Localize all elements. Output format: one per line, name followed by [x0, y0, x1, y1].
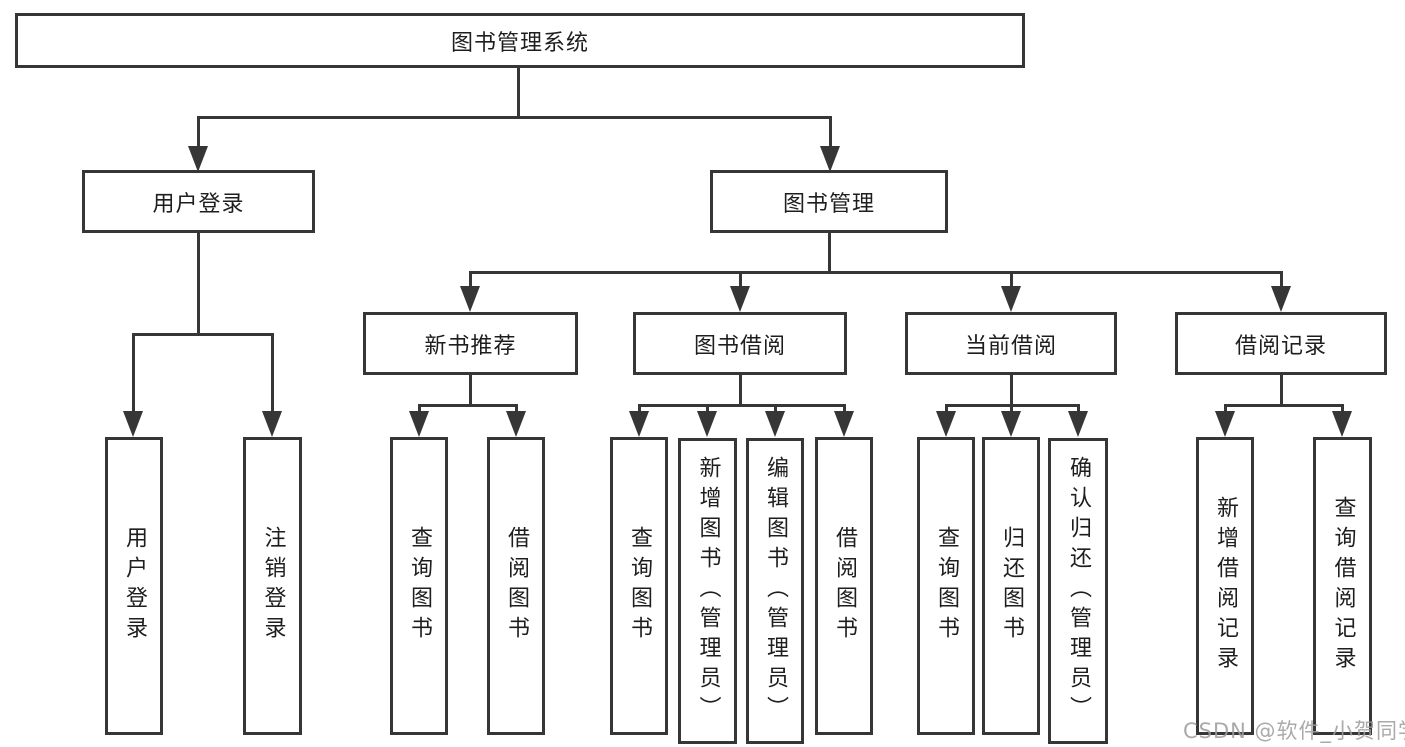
root-node-label: 图书管理系统 [450, 30, 589, 56]
arrow-down-icon [262, 411, 282, 437]
node-new-book-recommendation-label: 新书推荐 [424, 333, 517, 359]
connector-shaft [706, 404, 709, 414]
leaf-return-books-label: 归还图书 [999, 526, 1024, 646]
connector-shaft [132, 333, 135, 413]
connector-shaft [638, 404, 641, 414]
csdn-watermark: CSDN @软件_小贺同学 [1183, 719, 1405, 743]
leaf-borrow-borrow-books: 借阅图书 [815, 437, 873, 735]
connector-shaft [774, 404, 777, 414]
connector-root-rail [197, 116, 832, 119]
leaf-newbook-borrow-books-label: 借阅图书 [504, 526, 529, 646]
arrow-down-icon [409, 411, 429, 437]
leaf-confirm-return-admin-label: 确认归还（管理员） [1066, 456, 1091, 726]
leaf-edit-books-admin: 编辑图书（管理员） [746, 438, 804, 744]
connector-borrow-stub [739, 375, 742, 407]
arrow-down-icon [820, 146, 840, 172]
connector-userlogin-stub [197, 233, 200, 335]
connector-shaft [515, 404, 518, 414]
arrow-down-icon [1068, 411, 1088, 437]
node-book-borrowing: 图书借阅 [633, 312, 847, 375]
leaf-logout-label: 注销登录 [260, 526, 286, 646]
connector-shaft [469, 271, 472, 289]
connector-newbook-rail [418, 404, 518, 407]
connector-shaft [1280, 271, 1283, 289]
connector-shaft [843, 404, 846, 414]
node-current-borrowing: 当前借阅 [905, 312, 1117, 375]
leaf-borrow-borrow-books-label: 借阅图书 [832, 526, 857, 646]
connector-records-stub [1280, 375, 1283, 407]
root-node-library-management-system: 图书管理系统 [15, 13, 1025, 68]
leaf-current-query-books: 查询图书 [917, 437, 975, 735]
connector-shaft [197, 116, 200, 148]
leaf-borrow-query-books: 查询图书 [610, 437, 668, 735]
leaf-user-login-label: 用户登录 [122, 526, 147, 646]
connector-shaft [1010, 404, 1013, 414]
leaf-edit-books-admin-label: 编辑图书（管理员） [763, 456, 788, 726]
node-new-book-recommendation: 新书推荐 [363, 312, 578, 375]
arrow-down-icon [1001, 411, 1021, 437]
arrow-down-icon [1001, 286, 1021, 312]
connector-shaft [271, 333, 274, 413]
arrow-down-icon [936, 411, 956, 437]
arrow-down-icon [1271, 286, 1291, 312]
connector-shaft [1341, 404, 1344, 414]
connector-shaft [1010, 271, 1013, 289]
arrow-down-icon [730, 286, 750, 312]
arrow-down-icon [1215, 411, 1235, 437]
connector-newbook-stub [469, 375, 472, 407]
leaf-query-borrow-record: 查询借阅记录 [1313, 437, 1372, 735]
connector-bookmgmt-rail [469, 271, 1282, 274]
arrow-down-icon [834, 411, 854, 437]
connector-shaft [418, 404, 421, 414]
leaf-add-books-admin-label: 新增图书（管理员） [695, 456, 721, 726]
leaf-newbook-borrow-books: 借阅图书 [487, 437, 545, 735]
node-borrowing-records: 借阅记录 [1175, 312, 1387, 375]
leaf-newbook-query-books-label: 查询图书 [407, 526, 432, 646]
connector-userlogin-rail [132, 333, 274, 336]
arrow-down-icon [629, 411, 649, 437]
leaf-add-books-admin: 新增图书（管理员） [678, 438, 737, 744]
arrow-down-icon [1332, 411, 1352, 437]
connector-records-rail [1224, 404, 1343, 407]
connector-shaft [739, 271, 742, 289]
leaf-logout: 注销登录 [243, 437, 302, 735]
leaf-newbook-query-books: 查询图书 [390, 437, 448, 735]
connector-shaft [1077, 404, 1080, 414]
node-book-borrowing-label: 图书借阅 [693, 333, 786, 359]
node-borrowing-records-label: 借阅记录 [1234, 333, 1327, 359]
connector-borrow-rail [638, 404, 846, 407]
arrow-down-icon [188, 146, 208, 172]
leaf-add-borrow-record-label: 新增借阅记录 [1213, 496, 1238, 676]
leaf-user-login: 用户登录 [105, 437, 163, 735]
connector-shaft [829, 116, 832, 148]
node-current-borrowing-label: 当前借阅 [964, 333, 1057, 359]
leaf-current-query-books-label: 查询图书 [934, 526, 959, 646]
arrow-down-icon [123, 411, 143, 437]
connector-bookmgmt-stub [828, 233, 831, 274]
arrow-down-icon [460, 286, 480, 312]
connector-root-stub [517, 68, 520, 119]
node-user-login-label: 用户登录 [152, 191, 245, 217]
leaf-query-borrow-record-label: 查询借阅记录 [1330, 496, 1356, 676]
arrow-down-icon [697, 411, 717, 437]
node-book-management-label: 图书管理 [782, 191, 875, 217]
connector-current-stub [1010, 375, 1013, 407]
connector-shaft [945, 404, 948, 414]
node-book-management: 图书管理 [710, 170, 948, 233]
leaf-add-borrow-record: 新增借阅记录 [1196, 437, 1254, 735]
arrow-down-icon [765, 411, 785, 437]
node-user-login: 用户登录 [82, 170, 315, 233]
leaf-borrow-query-books-label: 查询图书 [627, 526, 652, 646]
leaf-confirm-return-admin: 确认归还（管理员） [1048, 438, 1108, 744]
connector-shaft [1224, 404, 1227, 414]
arrow-down-icon [506, 411, 526, 437]
leaf-return-books: 归还图书 [982, 437, 1040, 735]
